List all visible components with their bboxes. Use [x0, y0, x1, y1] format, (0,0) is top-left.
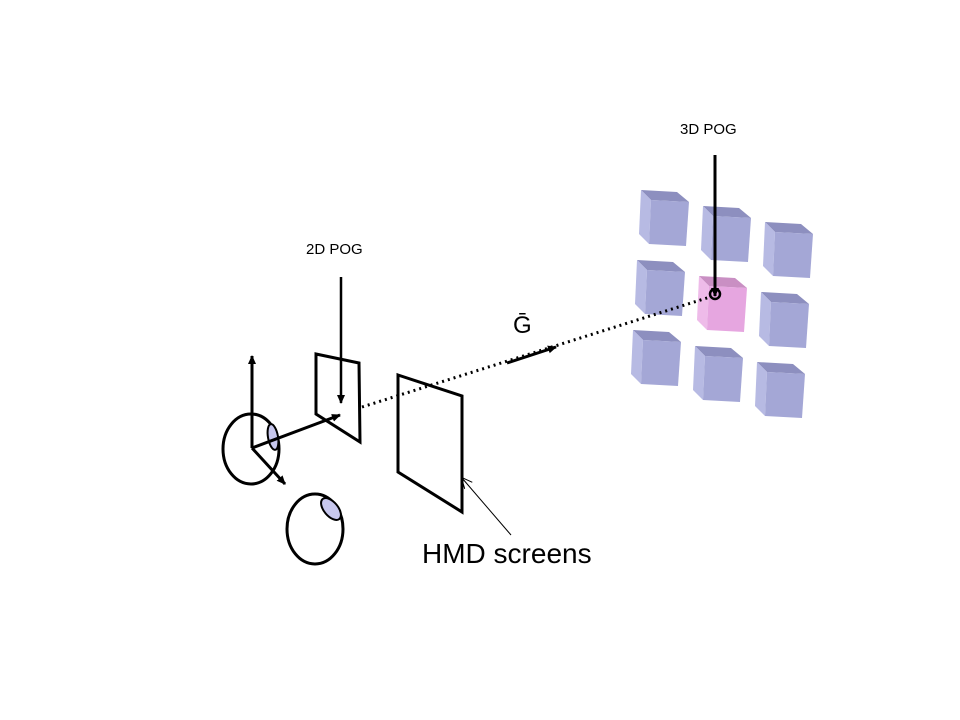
- cube-front-face: [707, 286, 747, 332]
- cube-top-face: [757, 362, 805, 374]
- cube: [631, 330, 681, 386]
- cube-front-face: [641, 340, 681, 386]
- hmd-screens-label: HMD screens: [422, 538, 592, 569]
- cube-front-face: [769, 302, 809, 348]
- cube-top-face: [641, 190, 689, 202]
- cube-top-face: [637, 260, 685, 272]
- cube-side-face: [631, 330, 643, 384]
- eye-right: [285, 492, 345, 566]
- eye-axis-forward: [251, 413, 341, 450]
- cube: [759, 292, 809, 348]
- cube-top-face: [633, 330, 681, 342]
- hmd-pointer: [462, 478, 512, 536]
- gaze-ray: [361, 295, 711, 409]
- gaze-vector-label: Ḡ: [513, 312, 532, 339]
- eyeball-right: [285, 492, 345, 566]
- cube-side-face: [697, 276, 709, 330]
- cube-top-face: [699, 276, 747, 288]
- cube: [639, 190, 689, 246]
- pog3d-point: [708, 287, 722, 301]
- cube-top-face: [761, 292, 809, 304]
- eye-axis-side: [250, 446, 287, 486]
- cube-front-face: [711, 216, 751, 262]
- cube: [701, 206, 751, 262]
- cube-side-face: [759, 292, 771, 346]
- cube-side-face: [693, 346, 705, 400]
- cube-top-face: [695, 346, 743, 358]
- cube-side-face: [635, 260, 647, 314]
- cube-grid: [631, 190, 813, 418]
- pog2d-label: 2D POG: [306, 241, 363, 258]
- cube-top-face: [765, 222, 813, 234]
- cube-front-face: [703, 356, 743, 402]
- cube: [763, 222, 813, 278]
- hmd-screen-far: [396, 372, 464, 515]
- cube: [755, 362, 805, 418]
- cube-side-face: [639, 190, 651, 244]
- eye-left: [221, 355, 341, 486]
- cube-side-face: [763, 222, 775, 276]
- cube-front-face: [773, 232, 813, 278]
- pupil-right: [320, 497, 342, 521]
- cube: [635, 260, 685, 316]
- cube: [693, 346, 743, 402]
- target-cube: [697, 276, 747, 332]
- cube-side-face: [755, 362, 767, 416]
- pupil-left: [266, 423, 280, 451]
- hmd-screen-near: [314, 352, 362, 445]
- gaze-vector-arrow: [506, 345, 557, 365]
- pog3d-label: 3D POG: [680, 121, 737, 138]
- cube-front-face: [645, 270, 685, 316]
- cube-front-face: [765, 372, 805, 418]
- cube-side-face: [701, 206, 713, 260]
- cube-front-face: [649, 200, 689, 246]
